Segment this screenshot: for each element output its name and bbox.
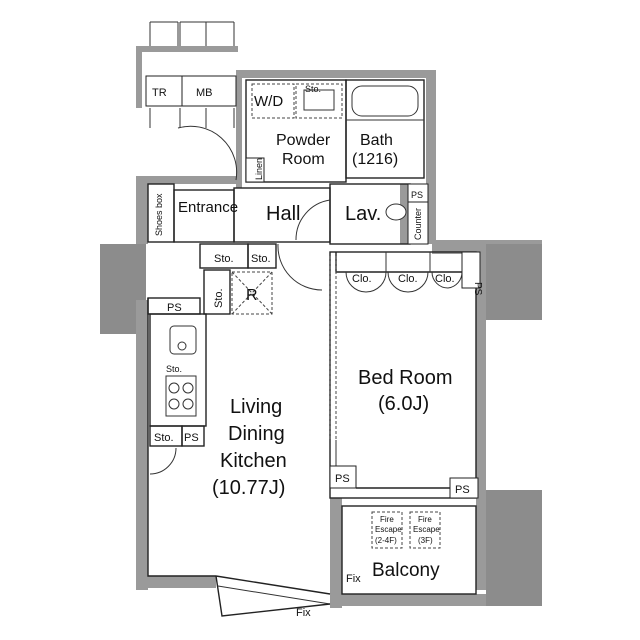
fire-escape-2-line1: Fire: [418, 515, 432, 524]
ps-kitchen-top-label: PS: [167, 302, 182, 314]
fire-escape-1-line2: Escape: [375, 525, 402, 534]
fix-bottom-label: Fix: [296, 607, 311, 619]
sto-hall-2-label: Sto.: [251, 253, 271, 265]
clo-3-label: Clo.: [435, 273, 455, 285]
r-label: R: [246, 287, 258, 304]
powder-room-label-2: Room: [282, 151, 325, 168]
fire-escape-2-line2: Escape: [413, 525, 440, 534]
lav-label: Lav.: [345, 203, 381, 225]
ldk-label-3: Kitchen: [220, 450, 287, 472]
entrance-label: Entrance: [178, 199, 238, 216]
entrance-hall: [147, 125, 429, 245]
balcony-label: Balcony: [372, 560, 440, 581]
sto-laundry-label: Sto.: [305, 84, 321, 94]
sto-vertical-label: Sto.: [213, 288, 225, 308]
counter-label: Counter: [413, 208, 423, 240]
wet-area: [245, 79, 425, 183]
utility-cupboards: [145, 21, 237, 128]
ps-ldk-label: PS: [335, 473, 350, 485]
fix-balcony-label: Fix: [346, 573, 361, 585]
bath-label-1: Bath: [360, 132, 393, 149]
bedroom: [329, 251, 481, 499]
balcony: [341, 505, 477, 595]
ldk-label-1: Living: [230, 396, 282, 418]
living-dining-kitchen: [147, 298, 331, 617]
sto-kitchen-bottom-label: Sto.: [154, 432, 174, 444]
fire-escape-2-line3: (3F): [418, 536, 433, 545]
fire-escape-1-line1: Fire: [380, 515, 394, 524]
ps-bedroom-right-label: PS: [472, 282, 483, 296]
tr-label: TR: [152, 87, 167, 99]
ps-lav-label: PS: [411, 190, 423, 200]
wd-label: W/D: [254, 93, 283, 110]
kitchen-counter: [147, 297, 207, 475]
clo-1-label: Clo.: [352, 273, 372, 285]
linen-label: Linen: [254, 158, 264, 180]
hall-storage: [199, 243, 323, 315]
sto-hall-1-label: Sto.: [214, 253, 234, 265]
bedroom-label-1: Bed Room: [358, 367, 453, 389]
bedroom-label-2: (6.0J): [378, 393, 429, 415]
hall-label: Hall: [266, 203, 300, 225]
ldk-label-2: Dining: [228, 423, 285, 445]
sto-kitchen-label: Sto.: [166, 364, 182, 374]
ps-bedroom-bottom-label: PS: [455, 484, 470, 496]
clo-2-label: Clo.: [398, 273, 418, 285]
mb-label: MB: [196, 87, 213, 99]
fire-escape-1-line3: (2-4F): [375, 536, 397, 545]
shoes-box-label: Shoes box: [154, 193, 164, 236]
ldk-label-4: (10.77J): [212, 477, 285, 499]
bath-label-2: (1216): [352, 151, 398, 168]
powder-room-label-1: Powder: [276, 132, 331, 149]
ps-kitchen-bottom-label: PS: [184, 432, 199, 444]
